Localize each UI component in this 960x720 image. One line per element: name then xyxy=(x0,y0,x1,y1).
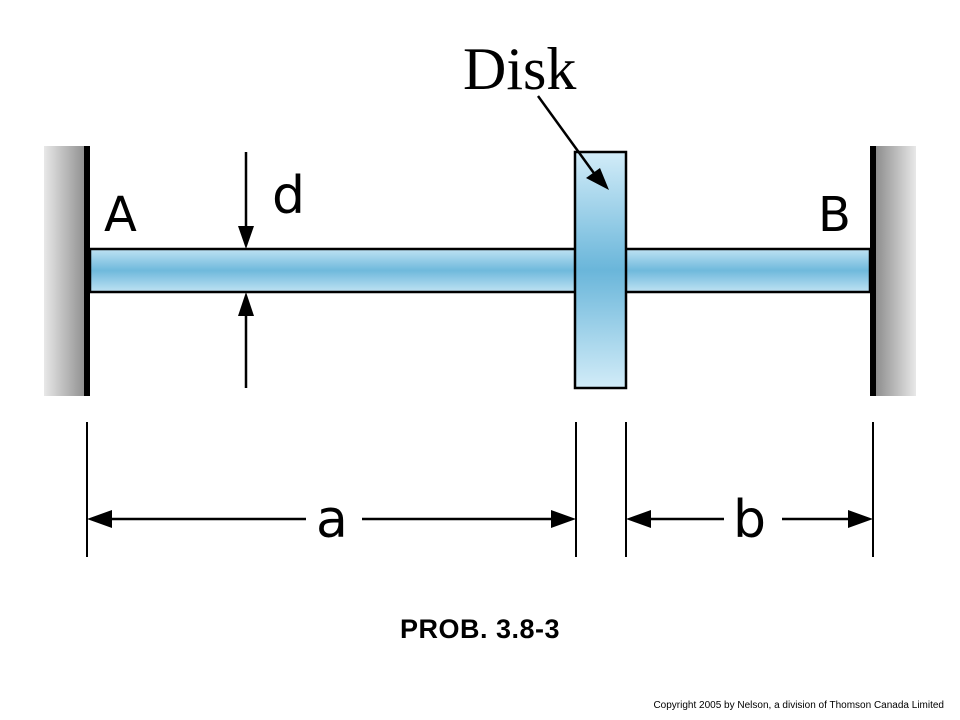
left-wall-face xyxy=(84,146,90,396)
disk xyxy=(573,150,628,390)
problem-caption: PROB. 3.8-3 xyxy=(399,614,561,644)
dimension-b-arrow-left xyxy=(626,510,651,528)
label-a-end: A xyxy=(104,187,137,243)
label-disk: Disk xyxy=(463,36,576,102)
label-dimension-a: a xyxy=(316,490,348,550)
disk-pointer-line xyxy=(536,95,598,177)
left-wall xyxy=(44,146,86,396)
label-dimension-b: b xyxy=(733,490,766,550)
dimension-a-arrow-left xyxy=(87,510,112,528)
diameter-arrow-bottom-head xyxy=(238,292,254,316)
dimension-a-arrow-right xyxy=(551,510,576,528)
label-b-end: B xyxy=(818,187,851,243)
right-wall xyxy=(876,146,916,396)
copyright-notice: Copyright 2005 by Nelson, a division of … xyxy=(653,700,944,711)
shaft xyxy=(88,247,872,294)
label-diameter: d xyxy=(272,166,305,226)
dimension-b-arrow-right xyxy=(848,510,873,528)
disk-pointer-head xyxy=(586,168,609,190)
right-wall-face xyxy=(870,146,876,396)
diameter-arrow-top-head xyxy=(238,226,254,249)
